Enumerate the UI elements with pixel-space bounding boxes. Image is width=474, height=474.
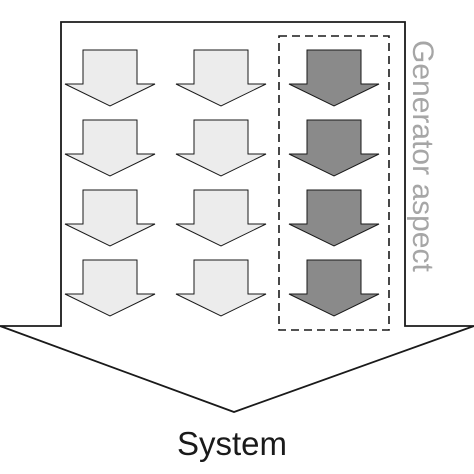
- component-arrow-r3-c2: [175, 189, 267, 247]
- component-arrow-r2-c1: [64, 119, 156, 177]
- component-arrow-r3-c1: [64, 189, 156, 247]
- generator-arrow-r3-c3: [288, 189, 380, 247]
- component-arrow-r4-c2: [175, 259, 267, 317]
- generator-arrow-r4-c3: [288, 259, 380, 317]
- component-arrow-r1-c1: [64, 49, 156, 107]
- generator-arrow-r2-c3: [288, 119, 380, 177]
- system-label: System: [177, 425, 287, 462]
- component-arrow-r1-c2: [175, 49, 267, 107]
- generator-arrow-r1-c3: [288, 49, 380, 107]
- component-arrow-r2-c2: [175, 119, 267, 177]
- component-arrow-r4-c1: [64, 259, 156, 317]
- generator-aspect-label: Generator aspect: [406, 40, 439, 272]
- arrow-grid: [64, 49, 380, 317]
- generator-aspect-box: [278, 35, 390, 331]
